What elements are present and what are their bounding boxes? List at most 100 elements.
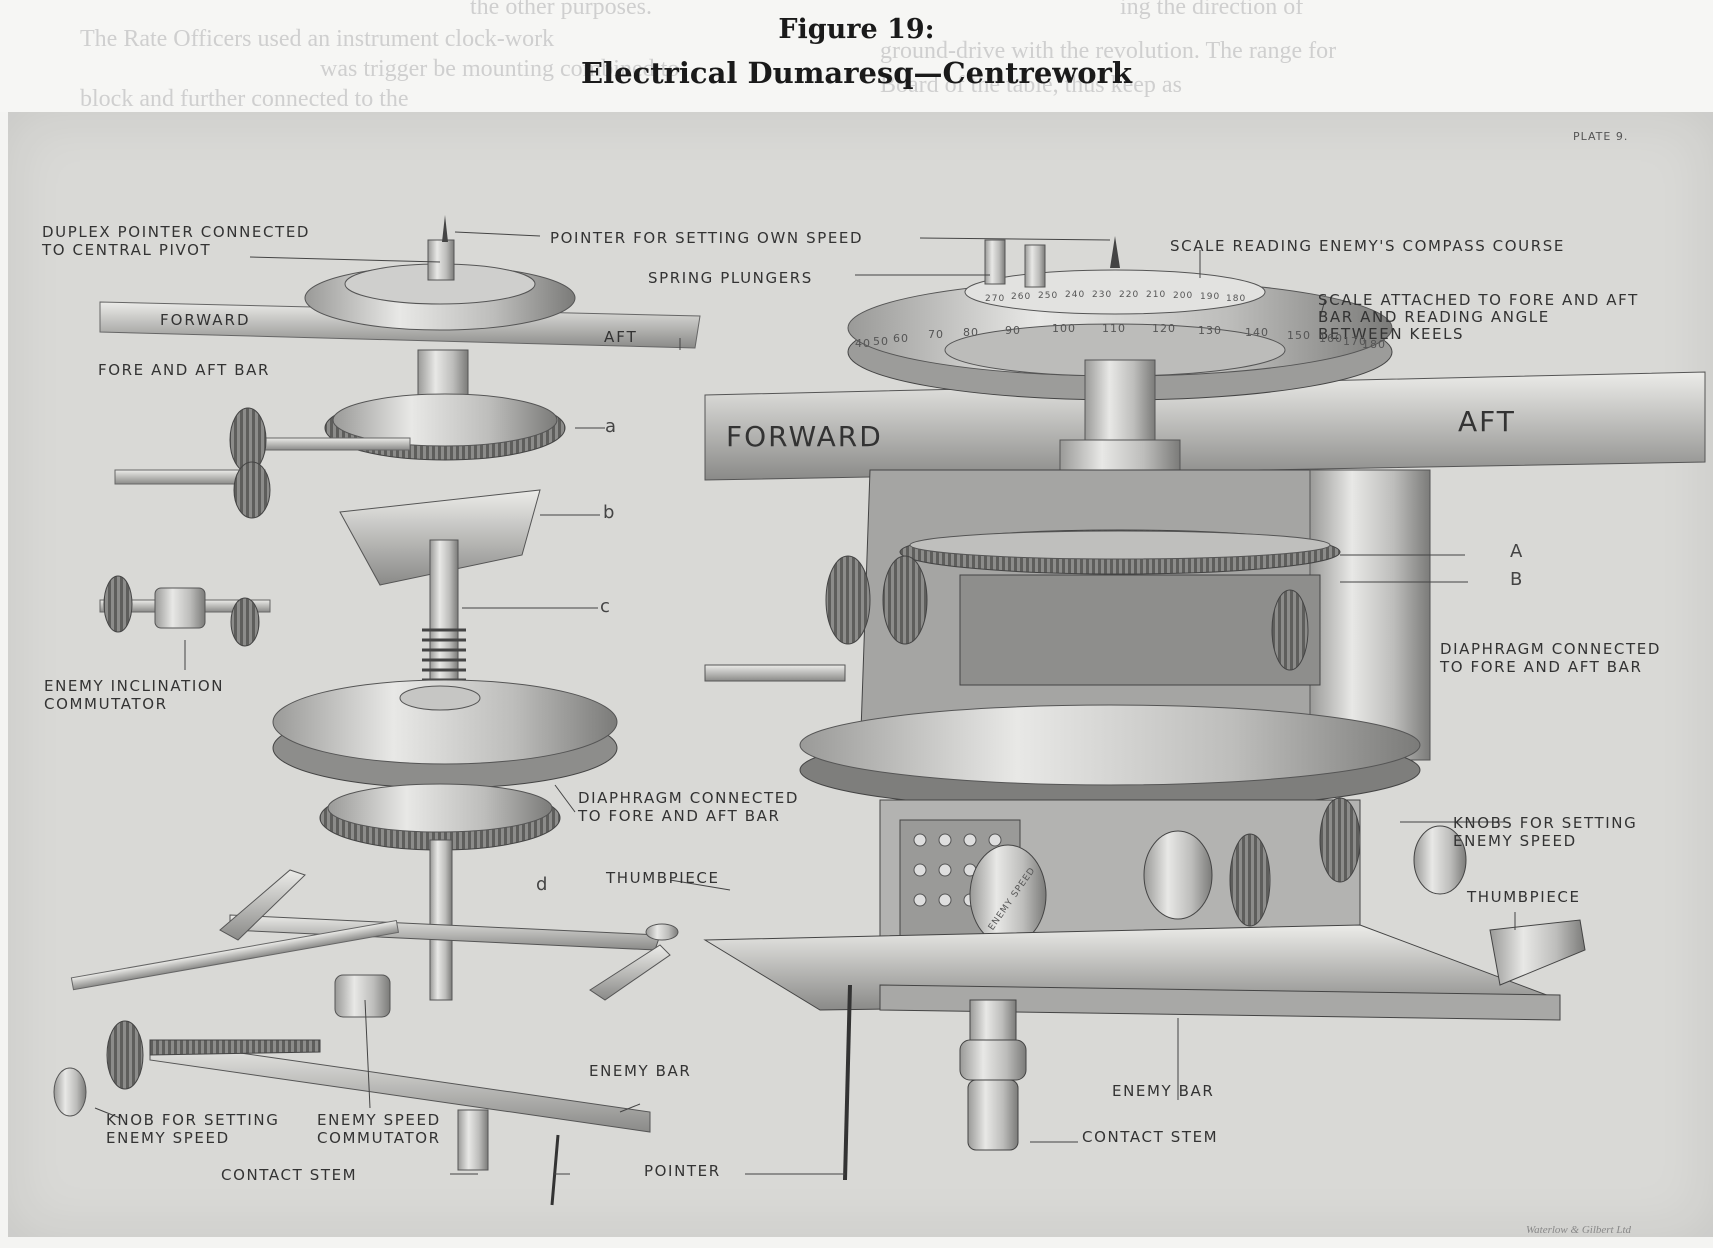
printer-credit: Waterlow & Gilbert Ltd — [1526, 1224, 1632, 1236]
bleed-text-6: ground-drive with the revolution. The ra… — [880, 38, 1337, 64]
right-label-aft: AFT — [1458, 405, 1516, 438]
right-knob-1 — [1143, 830, 1213, 920]
figure-number: Figure 19: — [778, 14, 935, 45]
right-label-contact-stem: CONTACT STEM — [1082, 1128, 1219, 1146]
left-pointer-needle — [550, 1134, 560, 1206]
left-knob — [53, 1067, 87, 1117]
label-knob-enemy-speed: KNOB FOR SETTING ENEMY SPEED — [106, 1111, 280, 1147]
right-enemy-bar — [879, 984, 1561, 1021]
left-label-forward: FORWARD — [160, 311, 251, 329]
right-side-gear-1 — [825, 555, 871, 645]
right-assembled-view — [703, 236, 1706, 1181]
left-gear-a-face — [332, 393, 558, 447]
right-plunger-1 — [984, 239, 1006, 285]
right-knob-gear-2 — [1319, 797, 1361, 883]
right-base-ring — [799, 704, 1421, 786]
scale-number: 70 — [928, 328, 944, 341]
scale-number: 90 — [1005, 324, 1021, 337]
compass-number: 230 — [1092, 290, 1113, 300]
right-label-forward: FORWARD — [726, 420, 883, 453]
right-label-diaphragm: DIAPHRAGM CONNECTED TO FORE AND AFT BAR — [1440, 640, 1661, 676]
label-letter-d: d — [536, 874, 548, 895]
plate-number: PLATE 9. — [1573, 130, 1629, 143]
left-frame-b — [339, 489, 541, 586]
left-crank-1 — [219, 869, 306, 941]
label-duplex-pointer: DUPLEX POINTER CONNECTED TO CENTRAL PIVO… — [42, 223, 311, 259]
label-letter-b: b — [603, 502, 615, 523]
label-letter-c: c — [600, 596, 610, 617]
right-label-enemy-bar: ENEMY BAR — [1112, 1082, 1215, 1100]
left-shaft-1 — [259, 437, 411, 451]
left-lower-shaft — [70, 919, 400, 991]
right-inner-mechanism — [959, 574, 1321, 686]
compass-number: 250 — [1038, 291, 1059, 301]
left-crank-2 — [589, 944, 671, 1001]
label-pointer-own-speed: POINTER FOR SETTING OWN SPEED — [550, 229, 864, 247]
figure-title: Electrical Dumaresq—Centrework — [581, 56, 1132, 90]
right-contact-stem — [969, 999, 1017, 1041]
left-label-aft: AFT — [604, 328, 638, 346]
right-own-speed-pointer — [1110, 236, 1120, 268]
left-knob-gear — [106, 1020, 144, 1090]
right-plunger-2 — [1024, 244, 1046, 288]
right-gear-A-face — [909, 530, 1331, 560]
label-letter-A: A — [1510, 541, 1523, 562]
book-page-header: the other purposes. The Rate Officers us… — [0, 0, 1713, 112]
left-label-thumbpiece: THUMBPIECE — [606, 869, 720, 887]
scale-number: 80 — [963, 326, 979, 339]
scale-number: 40 — [855, 337, 871, 350]
label-enemy-speed-commutator: ENEMY SPEED COMMUTATOR — [317, 1111, 441, 1147]
left-duplex-pointer — [442, 215, 448, 242]
right-knob-2 — [1413, 825, 1467, 895]
label-pointer: POINTER — [644, 1162, 721, 1180]
bleed-text-3: was trigger be mounting combined to — [320, 56, 680, 82]
scale-number: 110 — [1102, 322, 1126, 335]
left-label-contact-stem: CONTACT STEM — [221, 1166, 358, 1184]
label-spring-plungers: SPRING PLUNGERS — [648, 269, 813, 287]
bleed-text-5: ing the direction of — [1120, 0, 1304, 20]
label-fore-aft-bar: FORE AND AFT BAR — [98, 361, 271, 379]
left-gear-d-face — [327, 783, 553, 833]
scale-number: 130 — [1198, 324, 1222, 337]
left-label-enemy-bar: ENEMY BAR — [589, 1062, 692, 1080]
compass-number: 200 — [1173, 291, 1194, 301]
right-knob-gear-1 — [1229, 833, 1271, 927]
left-contact-stem — [457, 1109, 489, 1171]
scale-number: 120 — [1152, 322, 1176, 335]
left-exploded-view — [53, 215, 701, 1206]
right-contact-stem-tip — [967, 1079, 1019, 1151]
left-inclination-gear-1 — [103, 575, 133, 633]
scale-number: 180 — [1362, 338, 1386, 351]
right-contact-stem-lower — [959, 1039, 1027, 1081]
compass-number: 270 — [985, 294, 1006, 304]
scale-number: 100 — [1052, 322, 1076, 335]
scale-number: 150 — [1287, 329, 1311, 342]
compass-number: 260 — [1011, 292, 1032, 302]
left-inclination-commutator — [154, 587, 206, 629]
right-side-shaft — [704, 664, 846, 682]
label-letter-a: a — [605, 416, 617, 437]
right-pointer-needle — [843, 984, 852, 1181]
bleed-text-2: The Rate Officers used an instrument clo… — [80, 26, 555, 52]
left-inclination-gear-2 — [230, 597, 260, 647]
compass-number: 220 — [1119, 290, 1140, 300]
scale-number: 50 — [873, 335, 889, 348]
bleed-text-7: Board of the table, thus keep as — [880, 72, 1182, 98]
right-fore-aft-bar — [704, 371, 1706, 481]
leader-lines — [94, 231, 1516, 1175]
left-spindle — [429, 539, 459, 691]
label-letter-B: B — [1510, 569, 1523, 590]
left-speed-commutator — [334, 974, 391, 1018]
compass-number: 190 — [1200, 292, 1221, 302]
left-diaphragm-disc — [272, 679, 618, 765]
scale-number: 60 — [893, 332, 909, 345]
right-side-gear-2 — [882, 555, 928, 645]
label-scale-enemy-course: SCALE READING ENEMY'S COMPASS COURSE — [1170, 237, 1565, 255]
scale-number: 140 — [1245, 326, 1269, 339]
label-knobs-enemy-speed: KNOBS FOR SETTING ENEMY SPEED — [1453, 814, 1638, 850]
compass-number: 240 — [1065, 290, 1086, 300]
left-spring — [422, 628, 466, 682]
right-label-thumbpiece: THUMBPIECE — [1467, 888, 1581, 906]
left-top-hub — [427, 239, 455, 281]
